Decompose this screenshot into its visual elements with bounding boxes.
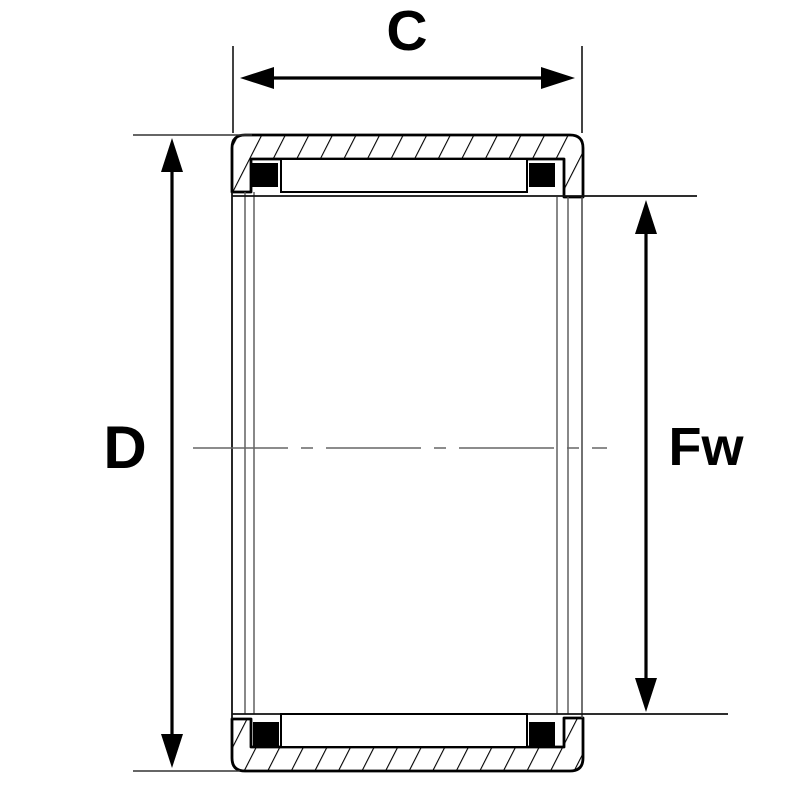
dimension-fw: Fw bbox=[635, 200, 744, 712]
c-arrowhead-left-icon bbox=[240, 67, 274, 89]
outer-shell-bottom-section bbox=[230, 716, 585, 773]
d-arrowhead-bottom-icon bbox=[161, 734, 183, 768]
dimension-label-fw: Fw bbox=[669, 417, 745, 477]
roller-top-left bbox=[252, 163, 278, 187]
cage-bottom-section bbox=[280, 713, 528, 748]
dimension-label-c: C bbox=[386, 0, 427, 63]
fw-arrowhead-bottom-icon bbox=[635, 678, 657, 712]
dimension-c: C bbox=[232, 0, 583, 133]
fw-arrowhead-top-icon bbox=[635, 200, 657, 234]
bearing-body bbox=[230, 133, 728, 773]
dimension-d: D bbox=[103, 134, 252, 772]
outer-shell-top-section bbox=[230, 133, 585, 199]
roller-bottom-left bbox=[253, 722, 279, 746]
roller-bottom-right bbox=[529, 722, 555, 746]
d-arrowhead-top-icon bbox=[161, 138, 183, 172]
dimension-label-d: D bbox=[103, 414, 146, 481]
roller-top-right bbox=[529, 163, 555, 187]
cage-top-section bbox=[280, 158, 528, 193]
c-arrowhead-right-icon bbox=[541, 67, 575, 89]
